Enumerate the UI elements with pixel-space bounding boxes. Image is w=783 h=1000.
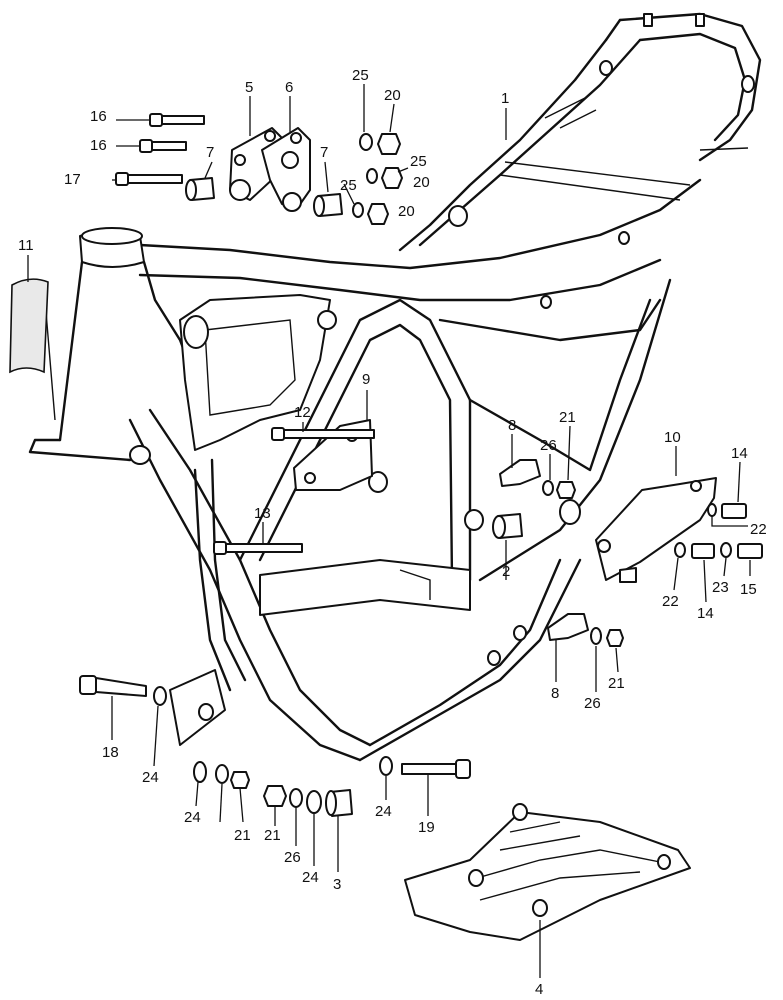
- callout-24a: 24: [142, 769, 159, 786]
- callout-3: 3: [333, 876, 341, 893]
- skid-plate-4: [404, 803, 691, 941]
- bolt-13: [213, 541, 303, 555]
- callout-16a: 16: [90, 108, 107, 125]
- callout-21d: 21: [264, 827, 281, 844]
- engine-hanger-plates: [229, 127, 311, 212]
- callout-25b: 25: [410, 153, 427, 170]
- callout-24c: 24: [302, 869, 319, 886]
- callout-20c: 20: [398, 203, 415, 220]
- callout-21a: 21: [559, 409, 576, 426]
- callout-9: 9: [362, 371, 370, 388]
- callout-8a: 8: [508, 417, 516, 434]
- callout-4: 4: [535, 981, 543, 998]
- part-11-emblem: [9, 278, 49, 374]
- callout-26a: 26: [540, 437, 557, 454]
- main-frame: [28, 12, 762, 762]
- bolts-16-17: [115, 113, 205, 186]
- callout-15: 15: [740, 581, 757, 598]
- callout-8b: 8: [551, 685, 559, 702]
- bracket-10: [595, 477, 763, 583]
- callout-23: 23: [712, 579, 729, 596]
- callout-24d: 24: [375, 803, 392, 820]
- callout-14a: 14: [731, 445, 748, 462]
- lower-hardware-center: [263, 785, 353, 817]
- bolt-18: [79, 675, 167, 706]
- bracket-9: [271, 419, 375, 491]
- callout-22b: 22: [662, 593, 679, 610]
- callout-21b: 21: [608, 675, 625, 692]
- callout-19: 19: [418, 819, 435, 836]
- callout-20a: 20: [384, 87, 401, 104]
- clamp-lower: [547, 613, 624, 647]
- callout-21c: 21: [234, 827, 251, 844]
- callout-20b: 20: [413, 174, 430, 191]
- callout-7a: 7: [206, 144, 214, 161]
- callout-18: 18: [102, 744, 119, 761]
- callout-24b: 24: [184, 809, 201, 826]
- callout-1: 1: [501, 90, 509, 107]
- collar-2: [492, 513, 523, 539]
- callout-10: 10: [664, 429, 681, 446]
- clamp-upper: [499, 459, 576, 499]
- bolt-19: [379, 756, 471, 779]
- callout-11: 11: [18, 237, 34, 254]
- callout-5: 5: [245, 79, 253, 96]
- nuts-washers-top: [352, 133, 403, 225]
- callout-17: 17: [64, 171, 81, 188]
- callout-7b: 7: [320, 144, 328, 161]
- callout-16b: 16: [90, 137, 107, 154]
- callout-25a: 25: [352, 67, 369, 84]
- callout-14b: 14: [697, 605, 714, 622]
- callout-26c: 26: [284, 849, 301, 866]
- callout-22a: 22: [750, 521, 767, 538]
- callout-26b: 26: [584, 695, 601, 712]
- callout-13: 13: [254, 505, 271, 522]
- collars-7: [185, 177, 343, 217]
- callout-2: 2: [502, 563, 510, 580]
- callout-6: 6: [285, 79, 293, 96]
- callout-labels: 1 2 3 4 5 6 7 7 8 8 9 10 11 12 13 14 14 …: [18, 67, 767, 998]
- callout-12: 12: [294, 404, 311, 421]
- lower-hardware-left: [193, 761, 250, 789]
- callout-25c: 25: [340, 177, 357, 194]
- leader-lines: [27, 84, 751, 978]
